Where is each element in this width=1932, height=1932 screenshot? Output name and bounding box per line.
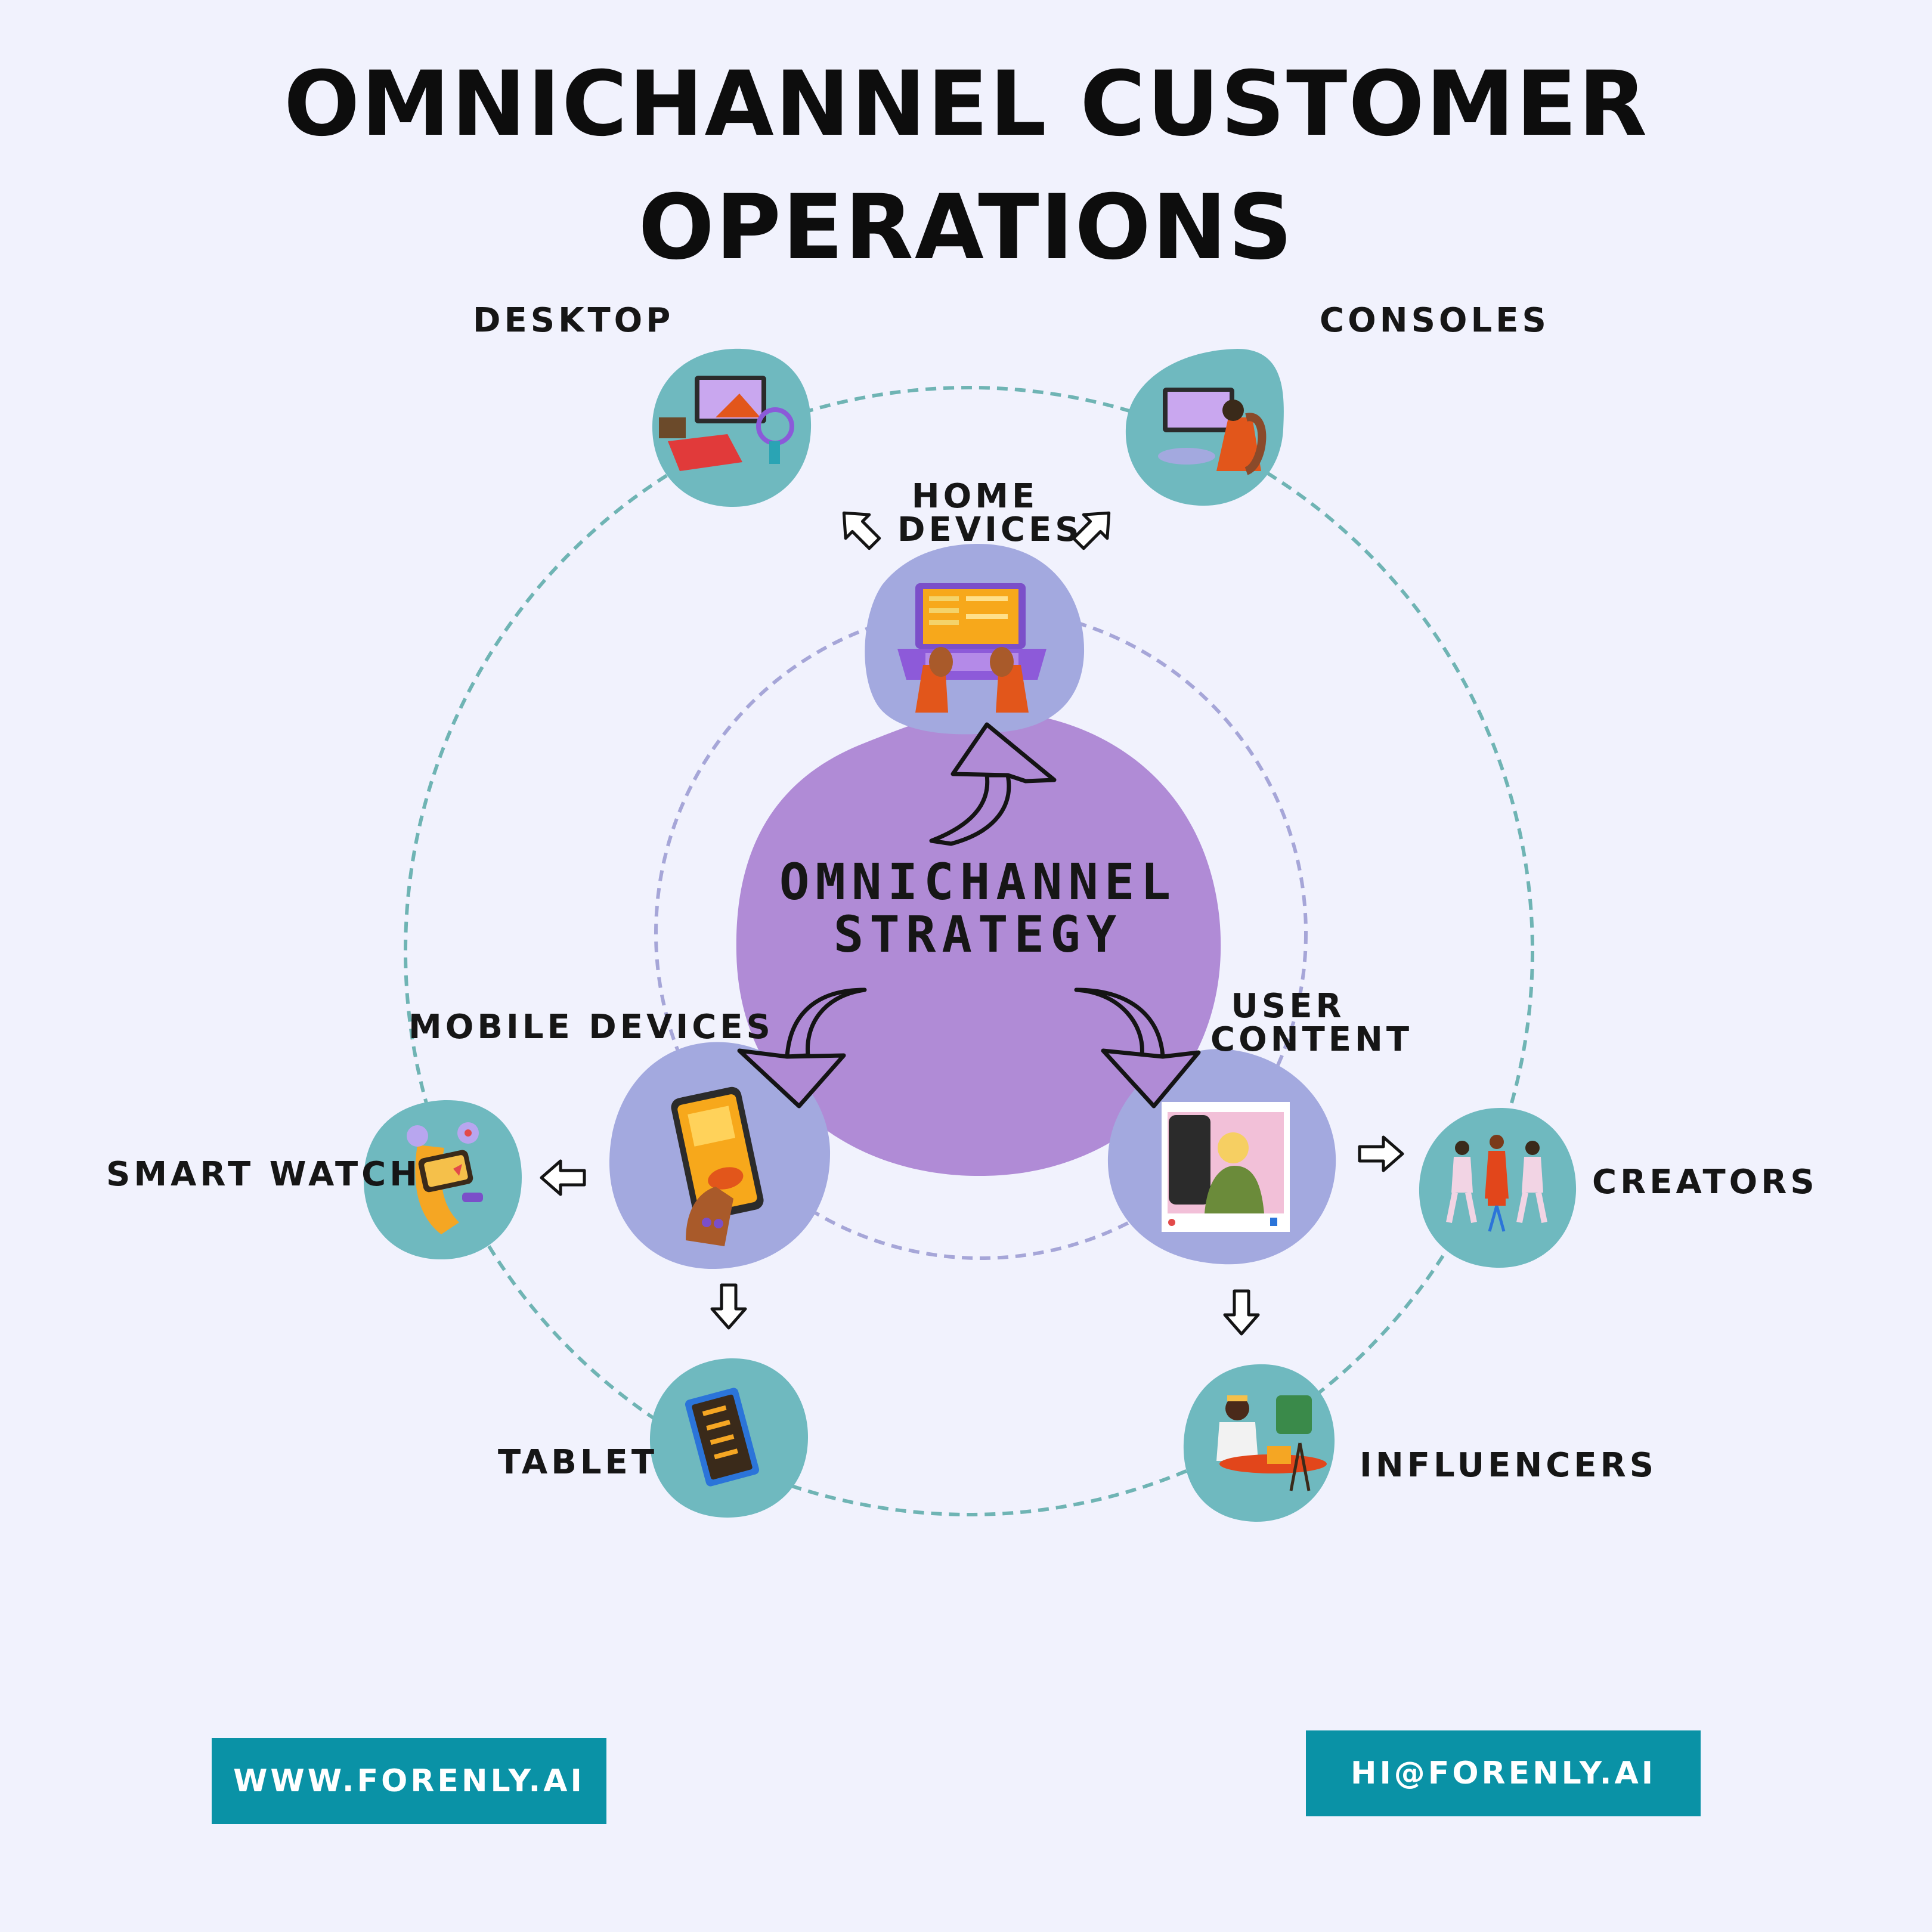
social-post-icon — [1162, 1102, 1290, 1232]
channel-label-smart-watch: SMART WATCH — [106, 1155, 422, 1194]
email-button[interactable]: HI@FORENLY.AI — [1306, 1730, 1701, 1816]
phone-icon — [671, 1086, 764, 1246]
curved-arrow-down-right-icon — [1074, 987, 1201, 1109]
hub-label-user-line-1: USER — [1231, 987, 1345, 1026]
page-title-line-1: OMNICHANNEL CUSTOMER — [283, 52, 1649, 156]
page-title-line-2: OPERATIONS — [638, 176, 1294, 280]
center-label: OMNICHANNEL STRATEGY — [745, 856, 1210, 961]
center-label-line-2: STRATEGY — [833, 905, 1123, 964]
laptop-icon — [897, 583, 1046, 713]
hub-label-mobile-devices: MOBILE DEVICES — [408, 1008, 774, 1046]
arrow-down-icon-user — [1223, 1289, 1260, 1336]
website-button[interactable]: WWW.FORENLY.AI — [212, 1738, 606, 1824]
arrow-right-icon — [1358, 1135, 1404, 1172]
curved-arrow-up-icon — [929, 722, 1057, 846]
channel-label-tablet: TABLET — [498, 1443, 658, 1482]
channel-label-desktop: DESKTOP — [473, 301, 674, 340]
gaming-console-icon — [1158, 388, 1267, 475]
tablet-icon — [685, 1388, 760, 1487]
arrow-left-icon — [540, 1159, 586, 1196]
smart-watch-icon — [407, 1122, 483, 1234]
hub-label-home-line-1: HOME — [911, 477, 1039, 516]
channel-label-consoles: CONSOLES — [1320, 301, 1550, 340]
hub-label-home-devices: HOME DEVICES — [897, 477, 1083, 549]
center-blob — [736, 710, 1221, 1176]
arrow-up-left-icon — [842, 511, 881, 550]
hub-label-home-line-2: DEVICES — [897, 510, 1083, 549]
arrow-down-icon-mobile — [710, 1283, 747, 1330]
center-label-line-1: OMNICHANNEL — [779, 853, 1177, 911]
small-arrows — [540, 511, 1404, 1336]
channel-label-influencers: INFLUENCERS — [1360, 1446, 1658, 1485]
outer-ring — [404, 386, 1534, 1516]
hub-label-user-line-2: CONTENT — [1210, 1020, 1413, 1059]
creators-icon — [1446, 1135, 1547, 1232]
influencer-icon — [1216, 1395, 1327, 1491]
channel-label-creators: CREATORS — [1592, 1163, 1818, 1202]
curved-arrow-down-left-icon — [737, 987, 867, 1109]
desktop-computer-icon — [659, 376, 794, 471]
channel-blob-influencers — [1183, 1364, 1335, 1522]
hub-label-user-content: USER CONTENT — [1210, 987, 1413, 1059]
arrow-up-right-icon — [1072, 511, 1111, 550]
